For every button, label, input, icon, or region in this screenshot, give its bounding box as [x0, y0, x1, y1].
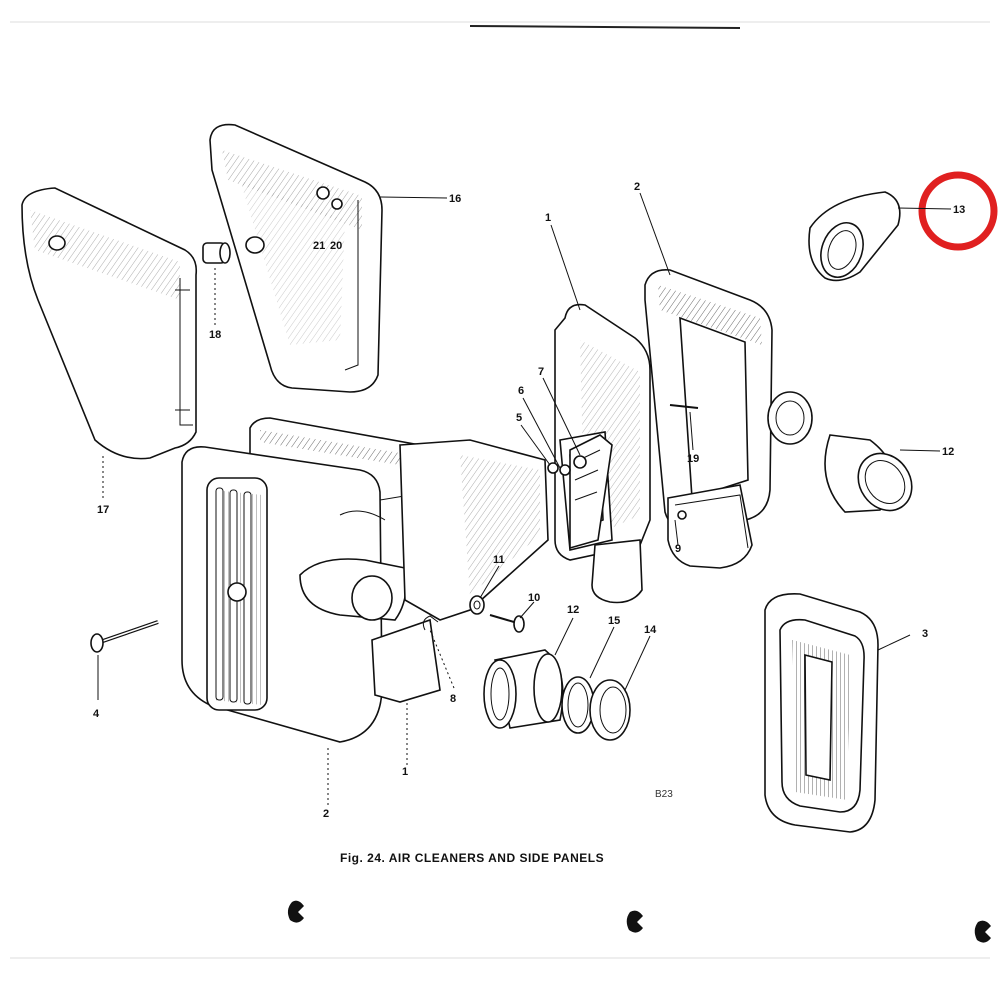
air-cleaner-casing-front	[181, 417, 541, 743]
callout-6: 6	[518, 385, 524, 397]
screw-part-10	[489, 614, 525, 633]
callout-8: 8	[450, 693, 456, 705]
callout-16: 16	[449, 193, 461, 205]
callout-11: 11	[493, 554, 505, 566]
grommet-part-18	[202, 242, 231, 264]
highlight-circle-13	[918, 171, 998, 251]
callout-21: 21	[313, 240, 325, 252]
bolt-part-4	[90, 620, 159, 653]
callout-numbers: 1 1 2 2 3 4 5 6 7 8 9 10 11 12 12 13 14 …	[93, 181, 965, 820]
clip-part-8	[422, 615, 439, 631]
washer-part-11	[469, 595, 485, 615]
callout-18: 18	[209, 329, 221, 341]
callout-15: 15	[608, 615, 620, 627]
binding-hole-marks	[287, 900, 991, 943]
callout-3: 3	[922, 628, 928, 640]
callout-9: 9	[675, 543, 681, 555]
air-cleaner-body-rear	[371, 439, 549, 703]
callout-2-lower: 2	[323, 808, 329, 820]
side-panel-upper	[209, 123, 383, 393]
callout-1-lower: 1	[402, 766, 408, 778]
filter-element-part-3	[764, 593, 879, 833]
callout-4: 4	[93, 708, 100, 720]
callout-20: 20	[330, 240, 342, 252]
leader-lines	[97, 192, 952, 805]
hose-connector-right	[824, 434, 913, 513]
bolt-part-19	[669, 404, 699, 409]
callout-14: 14	[644, 624, 657, 636]
figure-caption: Fig. 24. AIR CLEANERS AND SIDE PANELS	[340, 851, 604, 865]
callout-19: 19	[687, 453, 699, 465]
page-top-mark	[469, 25, 741, 29]
callout-12-right: 12	[942, 446, 954, 458]
callout-13: 13	[953, 204, 965, 216]
callout-1-upper: 1	[545, 212, 551, 224]
callout-10: 10	[528, 592, 540, 604]
drawing-code: B23	[655, 789, 673, 800]
seal-ring-part-14	[589, 679, 631, 741]
bracket-assembly	[547, 434, 613, 550]
hose-connector-lower	[483, 649, 564, 729]
callout-12-lower: 12	[567, 604, 579, 616]
callout-7: 7	[538, 366, 544, 378]
hose-clip-part-15	[561, 676, 595, 734]
side-panel-left	[21, 187, 198, 460]
air-cleaner-cover-rear	[644, 268, 813, 569]
connector-part-13	[808, 191, 901, 282]
callout-5: 5	[516, 412, 522, 424]
callout-2-upper: 2	[634, 181, 640, 193]
callout-17: 17	[97, 504, 109, 516]
